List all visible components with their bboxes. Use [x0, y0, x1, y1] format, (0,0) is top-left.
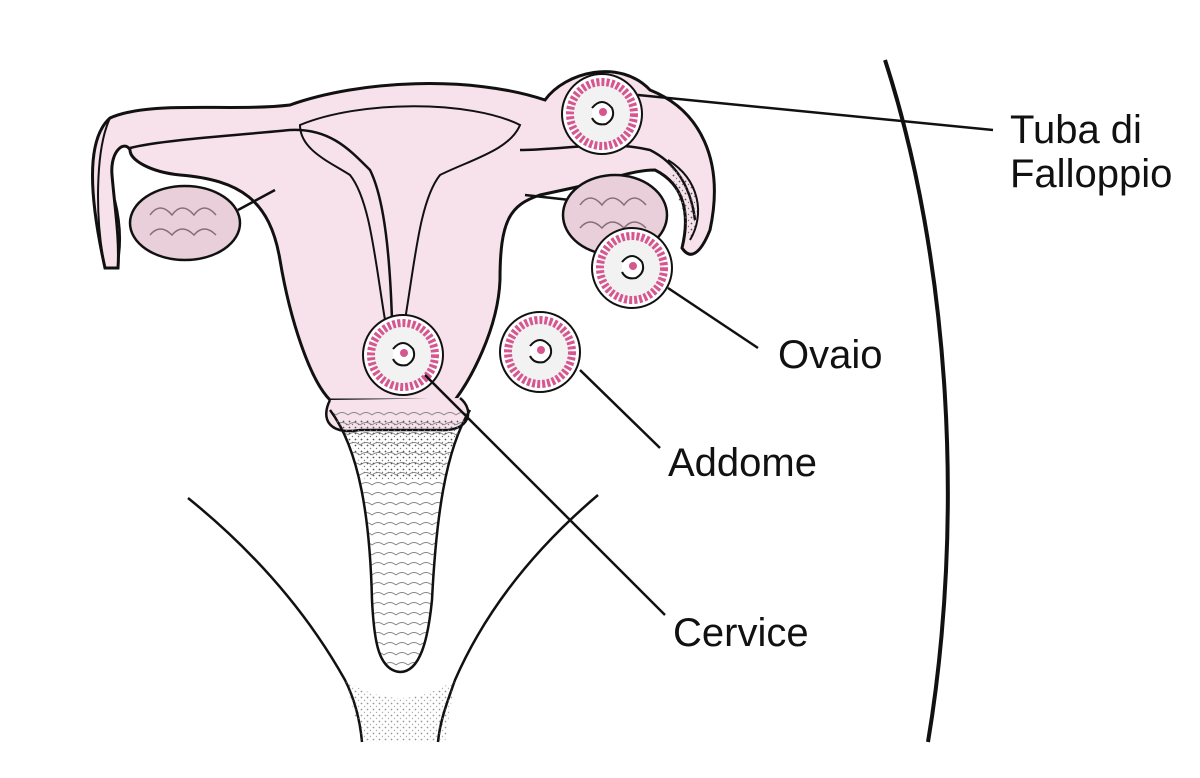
- embryo-in-abdomen: [499, 311, 581, 393]
- leader-line-tube: [637, 93, 994, 132]
- pelvis-outline-right: [436, 494, 599, 743]
- label-fallopian-tube: Tuba di Falloppio: [1010, 108, 1173, 196]
- left-fimbria: [97, 117, 122, 269]
- label-ovary: Ovaio: [778, 333, 883, 377]
- embryo-in-tube: [561, 73, 643, 155]
- embryo-in-cervix: [362, 314, 444, 396]
- label-cervix: Cervice: [673, 611, 809, 655]
- leader-line-abdomen: [579, 369, 661, 449]
- pelvis-outline-left: [187, 497, 364, 743]
- uterine-cavity: [298, 105, 522, 336]
- leader-line-cervix: [424, 374, 666, 616]
- pelvis-stipple: [345, 680, 455, 742]
- left-ovary: [128, 184, 276, 262]
- leader-line-ovary: [667, 286, 759, 350]
- abdominal-wall-line: [883, 59, 950, 743]
- vaginal-stipple: [335, 420, 465, 480]
- label-abdomen: Addome: [668, 441, 817, 485]
- embryo-on-ovary: [591, 227, 673, 309]
